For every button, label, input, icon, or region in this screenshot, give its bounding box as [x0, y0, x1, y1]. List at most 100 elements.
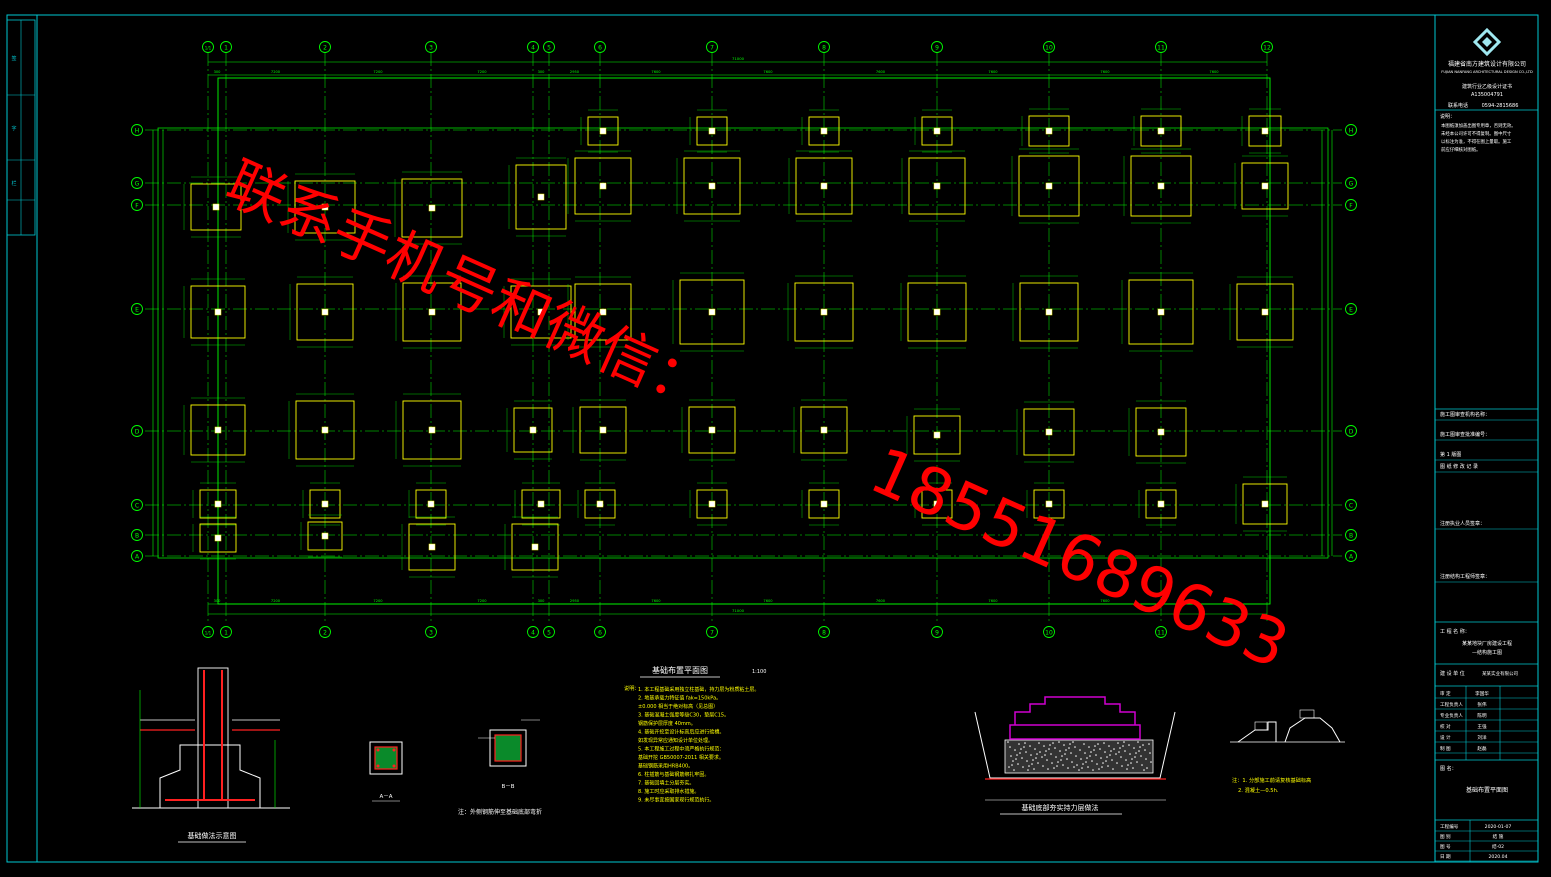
svg-text:B: B: [135, 532, 139, 539]
svg-text:6: 6: [598, 629, 602, 636]
footing: [1234, 155, 1289, 217]
column-stub: [428, 308, 436, 316]
left-strip-char: 栏: [11, 180, 16, 187]
svg-text:4: 4: [531, 44, 535, 51]
column-stub: [708, 127, 716, 135]
overall-dim-label: 71000: [732, 56, 745, 61]
span-dim-label: 7600: [1209, 70, 1219, 74]
span-dim-label: 7600: [988, 70, 998, 74]
axis-bubble-left: H: [131, 124, 143, 136]
footing: [1133, 108, 1182, 154]
span-dim-label: 7600: [876, 70, 886, 74]
footing: [572, 399, 627, 461]
column-stub: [1157, 182, 1165, 190]
svg-text:1/1: 1/1: [205, 630, 212, 635]
axis-bubble-bottom: 11: [1155, 626, 1167, 638]
tb-sign-role: 设 计: [1440, 734, 1451, 741]
section-column-title: 基础做法示意图: [188, 831, 237, 840]
column-stub: [1157, 500, 1165, 508]
bearing-layer-title: 基础底部夯实持力层做法: [1022, 803, 1099, 812]
column-stub: [537, 308, 545, 316]
tb-bottom-label: 图 别: [1440, 833, 1451, 840]
span-dim-label: 7600: [1100, 70, 1110, 74]
column-section-aa: A－A: [369, 741, 403, 802]
tb-drawing-title: 基础布置平面图: [1466, 786, 1508, 794]
svg-text:D: D: [1349, 428, 1354, 435]
footing: [1229, 276, 1294, 348]
footing: [1026, 482, 1065, 526]
note-line: 5. 本工程施工过程中须严格执行规范：: [638, 746, 724, 753]
span-dim-label: 7200: [373, 599, 383, 603]
column-stub: [214, 426, 222, 434]
note-line: 6. 柱插筋与基础钢筋绑扎牢固。: [638, 771, 709, 778]
note-line: 钢筋保护层厚度 40mm。: [638, 720, 696, 727]
footing: [287, 173, 356, 241]
tb-bottom-value: 结 施: [1493, 833, 1504, 840]
left-strip-char: 签: [11, 55, 16, 62]
note-line: ±0.000 相当于绝对标高（见总图）: [638, 703, 718, 710]
axis-bubble-left: C: [131, 499, 143, 511]
svg-text:9: 9: [935, 629, 939, 636]
footing: [288, 393, 355, 467]
tb-row-label: 注册执业人员签章：: [1440, 520, 1485, 527]
axis-bubble-bottom: 8: [818, 626, 830, 638]
footing: [1011, 148, 1080, 224]
column-stub: [531, 543, 539, 551]
footing: [1138, 482, 1177, 526]
svg-text:D: D: [135, 428, 140, 435]
footing: [901, 150, 966, 222]
footing: [504, 516, 559, 578]
tb-notice-label: 说明：: [1440, 113, 1455, 120]
footing: [906, 408, 961, 462]
axis-bubble-left: F: [131, 199, 143, 211]
footing: [567, 276, 632, 348]
svg-text:E: E: [1349, 306, 1353, 313]
column-stub: [599, 308, 607, 316]
span-dim-label: 7200: [477, 70, 487, 74]
tb-sign-name: 赵磊: [1477, 745, 1487, 752]
column-stub: [933, 500, 941, 508]
span-dim-label: 7600: [876, 599, 886, 603]
svg-text:A: A: [135, 553, 140, 560]
tb-row-label: 施工图审查机构名称：: [1440, 411, 1490, 418]
span-dim-label: 7600: [763, 70, 773, 74]
footing-section-detail: 基础做法示意图: [132, 667, 290, 843]
column-stub: [1045, 500, 1053, 508]
span-dim-label: 7600: [651, 70, 661, 74]
tb-bottom-value: 2020-01-07: [1485, 824, 1512, 830]
svg-text:1: 1: [224, 629, 228, 636]
column-stub: [599, 426, 607, 434]
tb-bottom-value: 2020.04: [1489, 854, 1508, 860]
column-stub: [933, 308, 941, 316]
footing: [1021, 108, 1070, 154]
column-stub: [708, 308, 716, 316]
tb-bottom-value: 结-02: [1492, 843, 1504, 850]
column-stub: [214, 534, 222, 542]
footing: [503, 278, 572, 346]
axis-bubble-bottom: 4: [527, 626, 539, 638]
span-dim-label: 7600: [1100, 599, 1110, 603]
svg-text:F: F: [135, 202, 139, 209]
column-stub: [537, 500, 545, 508]
footing: [580, 109, 619, 153]
span-dim-label: 7200: [271, 599, 281, 603]
tb-project-line: 某某地块厂房建设工程: [1462, 640, 1512, 647]
svg-text:4: 4: [531, 629, 535, 636]
axis-bubble-right: F: [1345, 199, 1357, 211]
column-stub: [708, 182, 716, 190]
note-line: 8. 施工时应采取排水措施。: [638, 788, 699, 795]
overall-dim-label: 71000: [732, 608, 745, 613]
column-stub: [529, 426, 537, 434]
axis-bubble-top: 11: [1155, 41, 1167, 53]
tb-bottom-label: 图 号: [1440, 844, 1451, 850]
footing: [1235, 476, 1288, 532]
column-stub: [321, 500, 329, 508]
foundation-plan: 3003007200720072007200720072003003002950…: [131, 41, 1357, 638]
column-stub: [214, 500, 222, 508]
axis-bubble-left: G: [131, 177, 143, 189]
span-dim-label: 300: [214, 599, 222, 603]
svg-text:7: 7: [710, 629, 714, 636]
column-stub: [1261, 182, 1269, 190]
